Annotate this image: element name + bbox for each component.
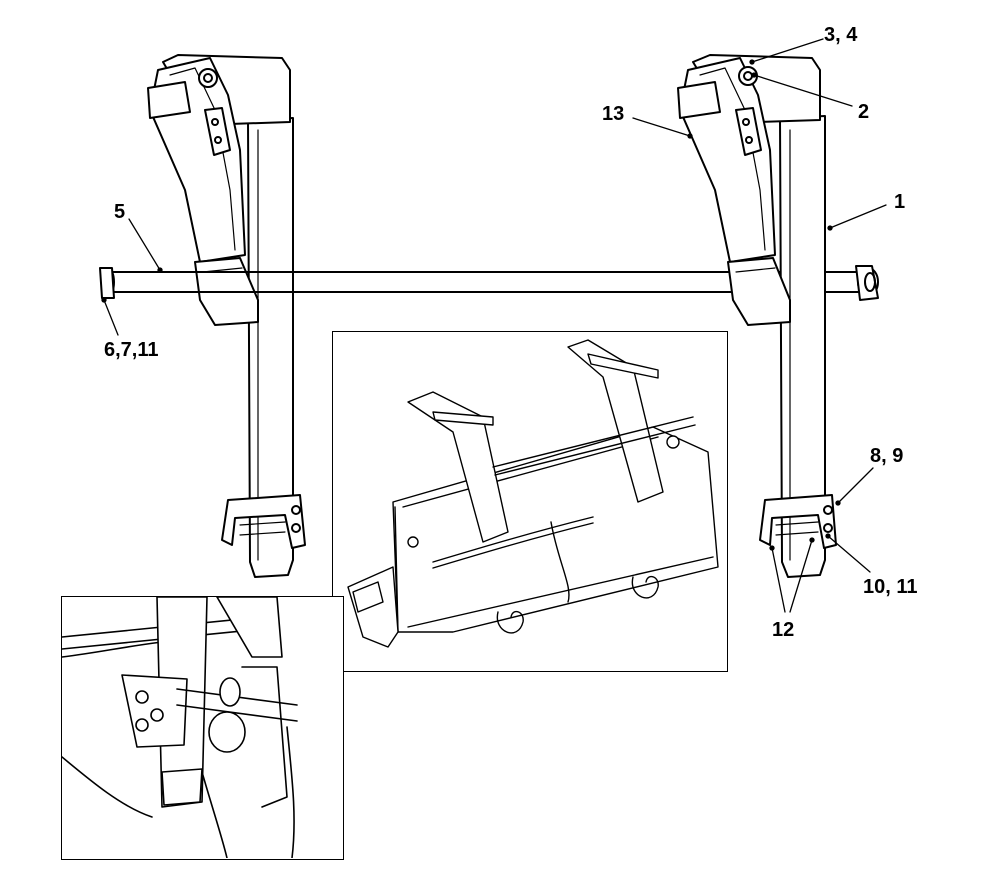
callout-10-11: 10, 11	[863, 576, 918, 598]
left-upright	[147, 54, 306, 578]
inset-bucket-overview	[332, 331, 728, 672]
callout-6-7-11: 6,7,11	[104, 339, 159, 361]
callout-3-4: 3, 4	[824, 24, 858, 46]
callout-1: 1	[894, 191, 906, 213]
bucket-drawing	[347, 339, 719, 648]
inset-pin-detail	[61, 596, 344, 860]
callout-8-9: 8, 9	[870, 445, 904, 467]
pin-detail-drawing	[62, 597, 298, 859]
callout-2: 2	[858, 101, 870, 123]
callout-12: 12	[772, 619, 795, 641]
callout-13: 13	[602, 103, 625, 125]
leader-lines	[101, 38, 887, 613]
callout-5: 5	[114, 201, 126, 223]
right-upright	[677, 54, 837, 578]
